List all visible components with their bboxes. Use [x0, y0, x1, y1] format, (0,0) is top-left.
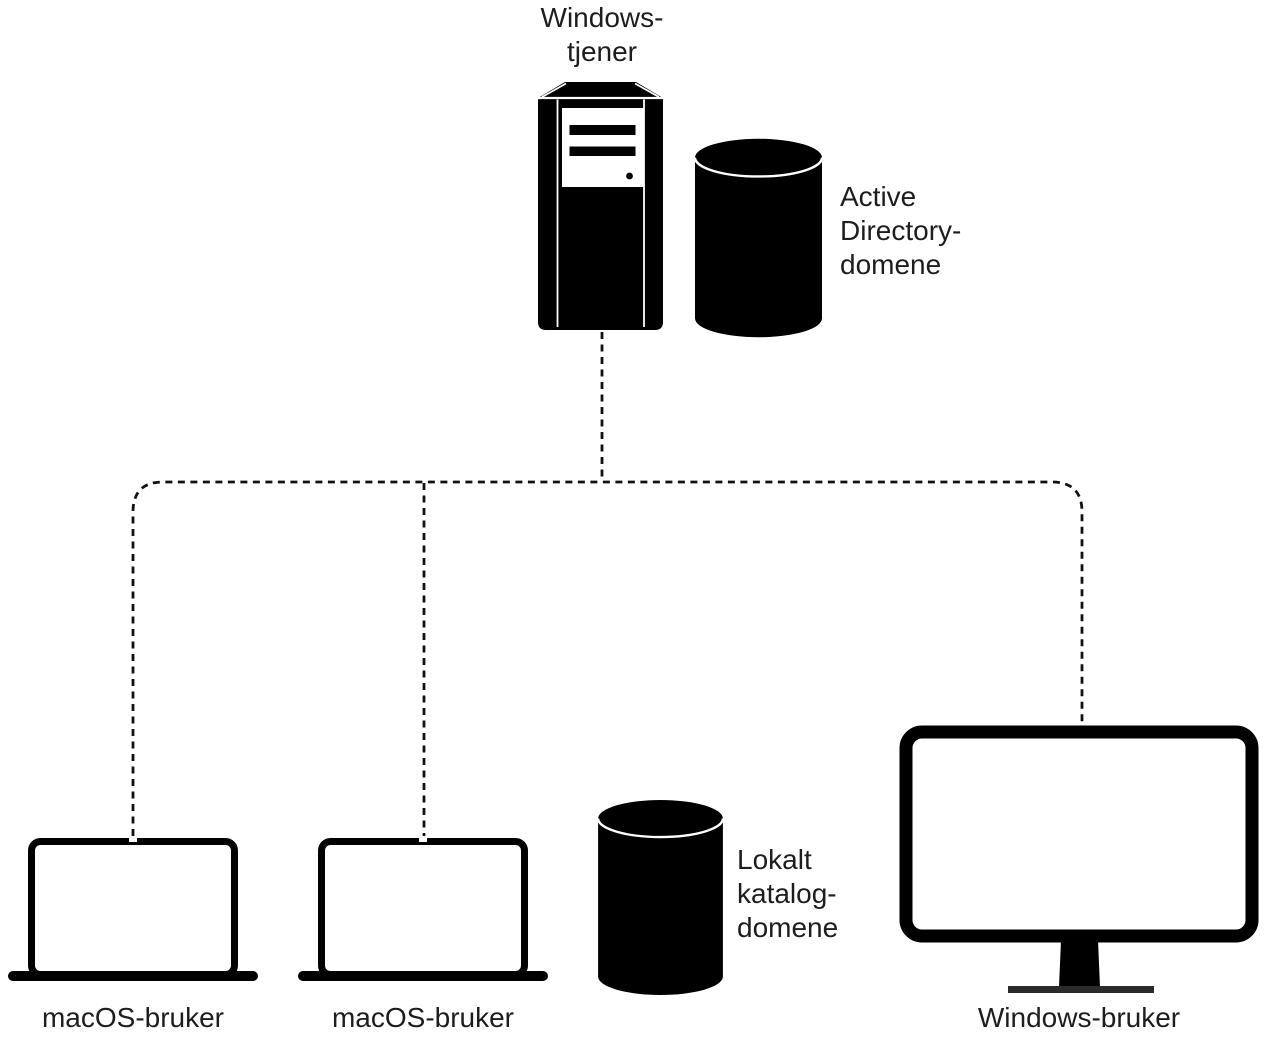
server-drive-bay-2 [569, 146, 636, 156]
dashed-connection-path [131, 332, 1084, 836]
local-directory-label-line2: katalog- [737, 878, 837, 909]
monitor-base [1008, 986, 1154, 993]
laptop-camera-notch [419, 838, 427, 842]
desktop-monitor-icon [899, 725, 1259, 993]
server-drive-bay-1 [569, 125, 636, 135]
active-directory-label-line2: Directory- [840, 215, 962, 246]
active-directory-label-line3: domene [840, 249, 942, 280]
server-power-button-dot [626, 172, 633, 180]
laptop-icon [8, 838, 258, 981]
macos-user-1-label: macOS-bruker [41, 1002, 225, 1033]
local-directory-label-line1: Lokalt [737, 844, 812, 875]
database-cylinder-icon [695, 138, 822, 338]
windows-server-label: Windows- tjener [482, 1, 722, 69]
windows-user-label: Windows-bruker [977, 1002, 1181, 1033]
laptop-base [8, 971, 258, 981]
local-directory-domain-label: Lokalt katalog- domene [737, 843, 838, 945]
database-cylinder-icon [598, 800, 723, 995]
local-directory-label-line3: domene [737, 912, 839, 943]
active-directory-domain-label: Active Directory- domene [840, 180, 961, 282]
active-directory-label-line1: Active [840, 181, 917, 212]
macos-user-2-label: macOS-bruker [331, 1002, 515, 1033]
windows-server-label-line2: tjener [566, 36, 638, 67]
monitor-stand [1059, 940, 1100, 987]
server-tower-icon [538, 82, 663, 330]
laptop-camera-notch [129, 838, 137, 842]
windows-server-label-line1: Windows- [540, 2, 664, 33]
laptop-icon [298, 838, 548, 981]
laptop-base [298, 971, 548, 981]
